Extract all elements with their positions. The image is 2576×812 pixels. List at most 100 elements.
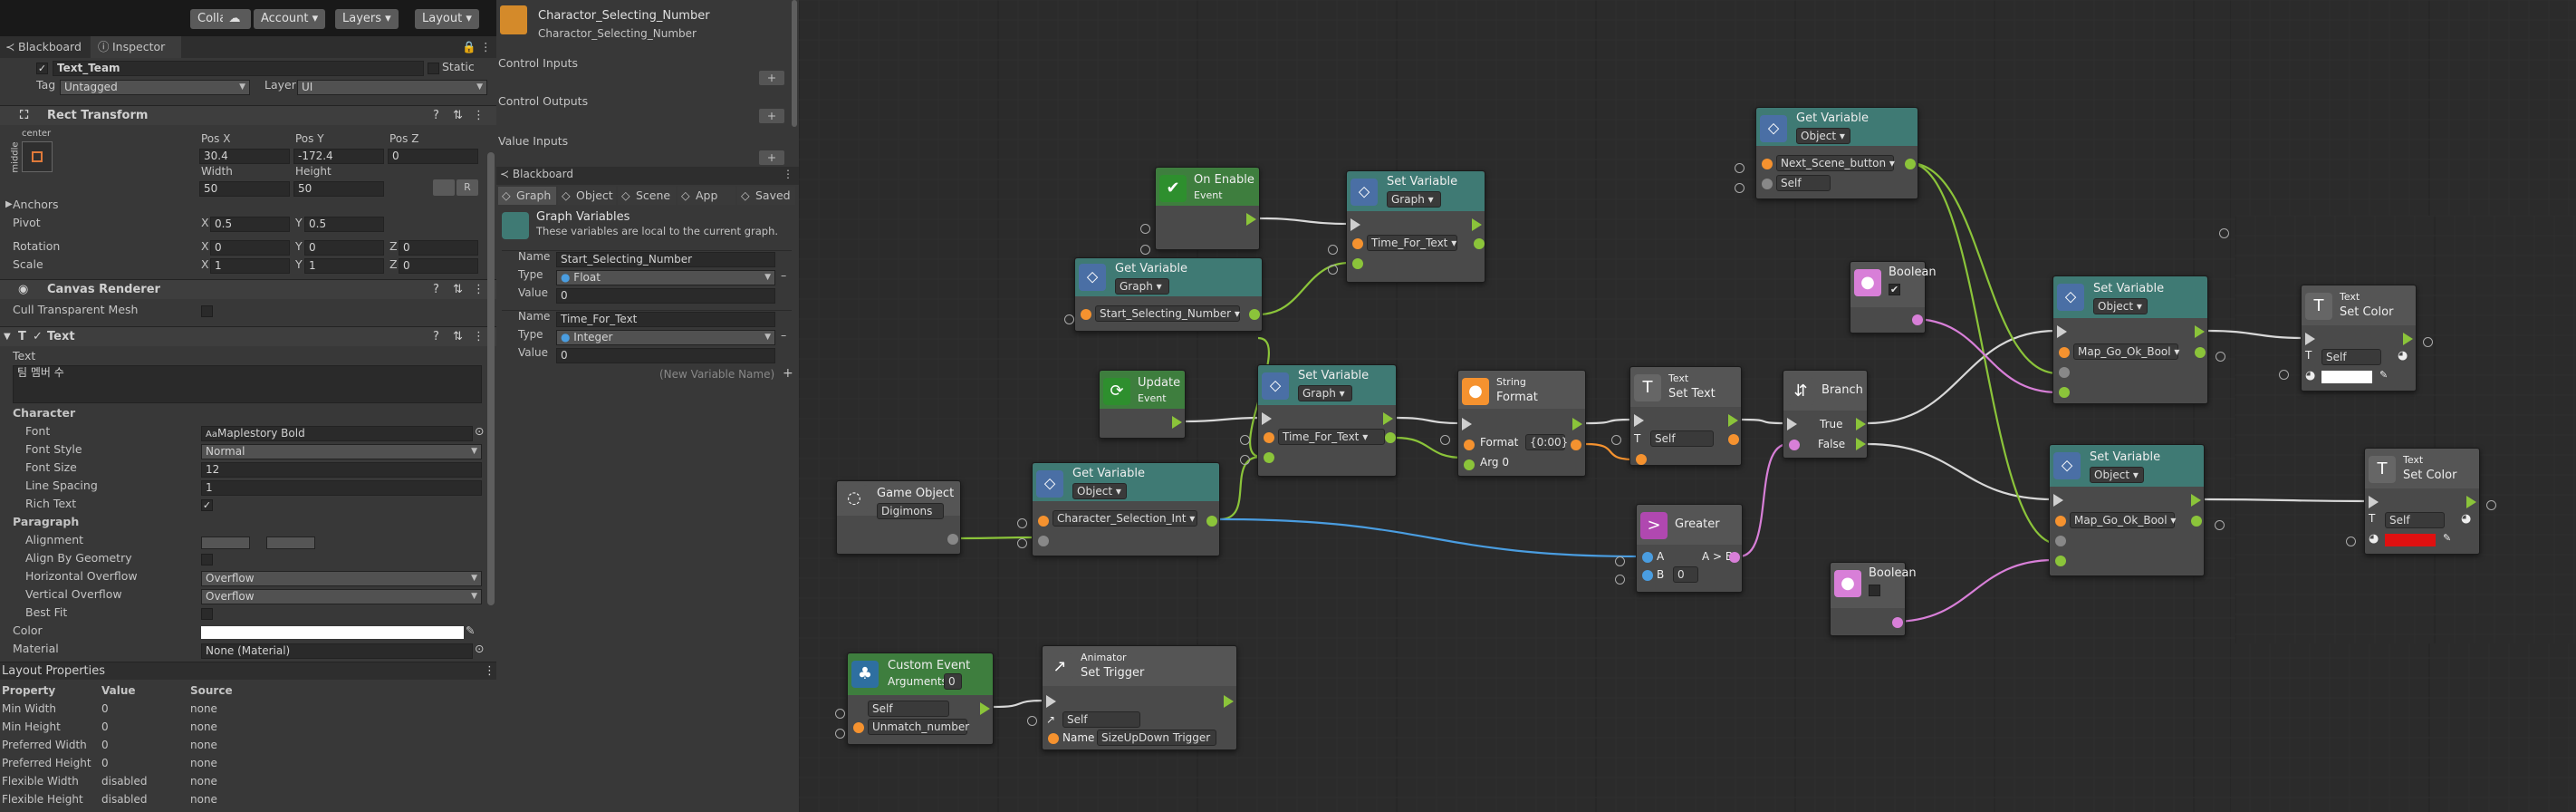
tab-inspector[interactable]: Inspector <box>112 40 166 53</box>
unconnected-port[interactable] <box>2486 500 2496 510</box>
rot-z-field[interactable]: 0 <box>399 240 478 256</box>
unconnected-port[interactable] <box>2279 370 2289 380</box>
value-in-port[interactable] <box>1464 459 1475 470</box>
value-in-port[interactable] <box>2059 347 2070 358</box>
expand-arrow-icon[interactable]: ▶ <box>5 199 13 209</box>
object-name-field[interactable]: Text_Team <box>53 61 424 76</box>
object-picker-icon[interactable]: ⊙ <box>475 424 485 438</box>
variable-kind-dropdown[interactable]: Object ▾ <box>1072 483 1127 499</box>
boolean-node-2[interactable]: ●Boolean <box>1830 562 1917 636</box>
color-swatch-red[interactable] <box>2385 534 2436 546</box>
value-in-port[interactable] <box>1264 452 1274 463</box>
unconnected-port[interactable] <box>1611 435 1621 445</box>
self-field[interactable]: Self <box>1776 175 1831 191</box>
remove-variable-button[interactable]: – <box>781 328 787 342</box>
value-out-port[interactable] <box>1249 309 1260 320</box>
flow-out-port[interactable] <box>2466 496 2476 508</box>
anchor-preset-button[interactable] <box>22 141 53 172</box>
variable-name-dropdown[interactable]: Time_For_Text ▾ <box>1278 429 1385 445</box>
unconnected-port[interactable] <box>1735 183 1745 193</box>
flow-out-port[interactable] <box>1856 438 1866 450</box>
variable-name-dropdown[interactable]: Next_Scene_button ▾ <box>1776 155 1895 171</box>
value-in-port[interactable] <box>2055 516 2066 527</box>
posz-field[interactable]: 0 <box>388 149 478 164</box>
extended-graph-area[interactable] <box>2235 215 2576 643</box>
tag-dropdown[interactable]: Untagged▼ <box>60 80 250 95</box>
text-enabled-check-icon[interactable]: ✓ <box>33 330 43 343</box>
unconnected-port[interactable] <box>2346 536 2356 546</box>
menu-icon[interactable]: ⋮ <box>473 283 485 296</box>
value-in-port[interactable] <box>1352 238 1363 249</box>
presets-icon[interactable]: ⇅ <box>453 109 463 122</box>
value-in-port[interactable] <box>853 722 864 733</box>
variable-name-dropdown[interactable]: Map_Go_Ok_Bool ▾ <box>2070 512 2176 528</box>
self-field[interactable]: Self <box>1650 430 1714 447</box>
unconnected-port[interactable] <box>2215 520 2225 530</box>
width-field[interactable]: 50 <box>199 181 290 197</box>
arguments-count[interactable]: 0 <box>944 673 962 690</box>
pivot-y-field[interactable]: 0.5 <box>304 217 384 232</box>
font-style-dropdown[interactable]: Normal▼ <box>201 444 482 459</box>
boolean-checkbox[interactable]: ✔ <box>1889 284 1900 295</box>
presets-icon[interactable]: ⇅ <box>453 330 463 343</box>
rot-x-field[interactable]: 0 <box>210 240 290 256</box>
var-name-field[interactable]: Start_Selecting_Number <box>556 252 775 267</box>
variable-name-dropdown[interactable]: Character_Selection_Int ▾ <box>1053 510 1197 527</box>
self-field[interactable]: Self <box>1062 711 1140 728</box>
variable-kind-dropdown[interactable]: Object ▾ <box>1796 128 1850 144</box>
font-field[interactable]: AaMaplestory Bold <box>201 426 473 441</box>
account-button[interactable]: Account ▾ <box>254 9 326 29</box>
flow-in-port[interactable] <box>2305 333 2315 345</box>
value-in-port[interactable] <box>1048 733 1059 744</box>
layers-button[interactable]: Layers ▾ <box>335 9 399 29</box>
value-out-port[interactable] <box>2191 516 2202 527</box>
best-fit-checkbox[interactable] <box>201 608 213 620</box>
menu-icon[interactable]: ⋮ <box>473 330 485 343</box>
value-in-port[interactable] <box>1038 536 1049 546</box>
variable-name-dropdown[interactable]: Start_Selecting_Number ▾ <box>1095 305 1240 322</box>
vertical-overflow-dropdown[interactable]: Overflow▼ <box>201 589 482 604</box>
unconnected-port[interactable] <box>1440 435 1450 445</box>
value-out-port[interactable] <box>1474 238 1485 249</box>
self-field[interactable]: Self <box>2385 512 2445 528</box>
tab-saved[interactable]: ◇Saved <box>737 187 795 205</box>
horizontal-overflow-dropdown[interactable]: Overflow▼ <box>201 571 482 586</box>
value-in-port[interactable] <box>2055 536 2066 546</box>
menu-icon[interactable]: ⋮ <box>473 109 485 122</box>
boolean-checkbox[interactable] <box>1869 585 1880 596</box>
tab-app[interactable]: ◇App <box>678 187 735 205</box>
flow-in-port[interactable] <box>1046 695 1056 708</box>
layout-button[interactable]: Layout ▾ <box>415 9 479 29</box>
unconnected-port[interactable] <box>835 709 845 719</box>
inspector-scrollbar[interactable] <box>487 152 495 605</box>
unconnected-port[interactable] <box>1615 556 1625 566</box>
value-out-port[interactable] <box>1892 617 1903 628</box>
scale-y-field[interactable]: 1 <box>304 258 384 274</box>
presets-icon[interactable]: ⇅ <box>453 283 463 296</box>
flow-out-port[interactable] <box>1572 418 1582 430</box>
flow-out-port[interactable] <box>1172 416 1182 429</box>
add-value-input-button[interactable]: + <box>759 150 784 165</box>
value-out-port[interactable] <box>1385 432 1396 443</box>
posx-field[interactable]: 30.4 <box>199 149 290 164</box>
variable-kind-dropdown[interactable]: Object ▾ <box>2093 298 2148 314</box>
add-control-output-button[interactable]: + <box>759 109 784 123</box>
graph-inspector-scrollbar[interactable] <box>792 0 797 127</box>
remove-variable-button[interactable]: – <box>781 268 787 282</box>
canvas-renderer-header[interactable]: ◉ Canvas Renderer ? ⇅ ⋮ <box>0 279 496 299</box>
event-name-field[interactable]: Unmatch_number <box>868 719 969 735</box>
boolean-node-1[interactable]: ●Boolean✔ <box>1850 261 1937 334</box>
self-field[interactable]: Self <box>868 701 949 717</box>
flow-in-port[interactable] <box>1262 412 1272 425</box>
flow-in-port[interactable] <box>1350 218 1360 231</box>
value-out-port[interactable] <box>947 534 958 545</box>
unconnected-port[interactable] <box>1240 435 1250 445</box>
unconnected-port[interactable] <box>1240 455 1250 465</box>
